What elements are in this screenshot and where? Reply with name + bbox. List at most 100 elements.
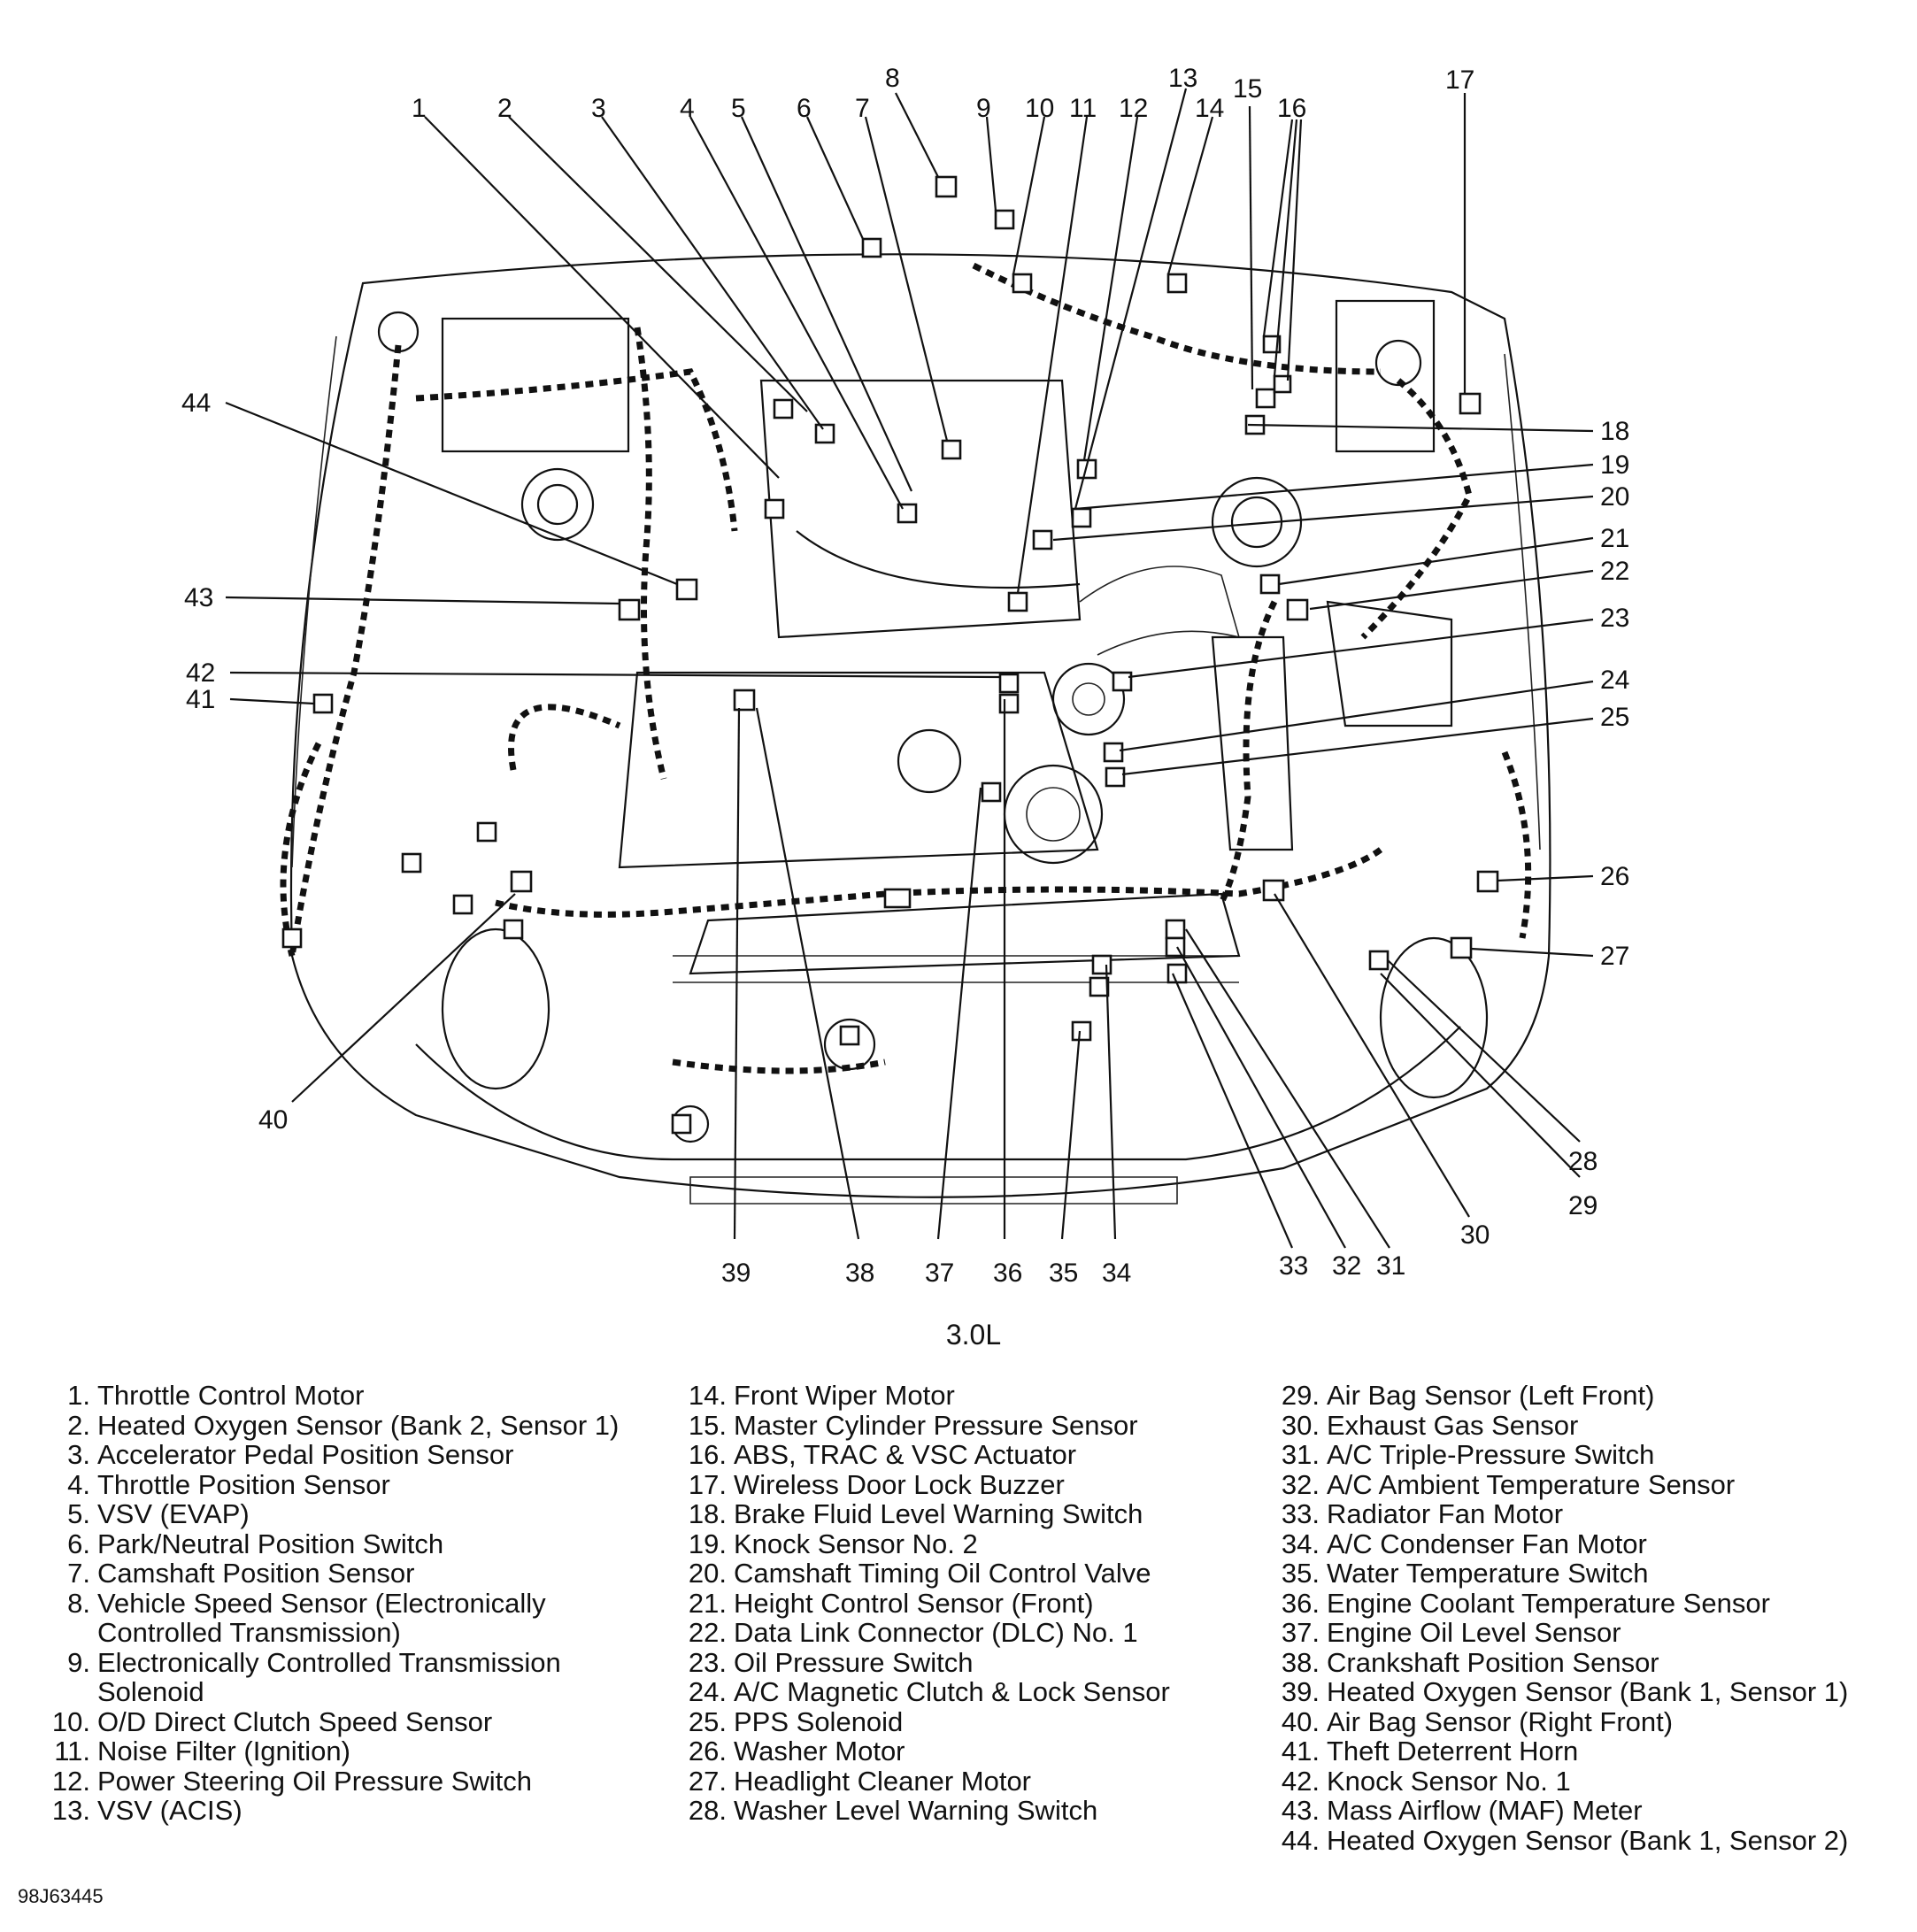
callout-4: 4: [680, 94, 695, 123]
legend-number: 35.: [1281, 1558, 1320, 1589]
legend-text: A/C Triple-Pressure Switch: [1327, 1439, 1655, 1470]
legend-number: 44.: [1281, 1824, 1320, 1856]
legend-number: 30.: [1281, 1409, 1320, 1441]
legend-text: Washer Level Warning Switch: [734, 1795, 1098, 1826]
callout-28: 28: [1568, 1147, 1598, 1176]
legend-text: Master Cylinder Pressure Sensor: [734, 1409, 1138, 1441]
callout-14: 14: [1195, 94, 1224, 123]
legend-number: 14.: [688, 1380, 727, 1411]
legend-item: 40.Air Bag Sensor (Right Front): [1281, 1706, 1848, 1737]
legend-number: 36.: [1281, 1587, 1320, 1619]
legend-number: 32.: [1281, 1468, 1320, 1500]
legend-number: 23.: [688, 1646, 727, 1678]
legend-item: 41.Theft Deterrent Horn: [1281, 1736, 1848, 1767]
legend-item: 4.Throttle Position Sensor: [51, 1468, 619, 1500]
legend-item: 18.Brake Fluid Level Warning Switch: [688, 1499, 1170, 1529]
legend-text: Engine Coolant Temperature Sensor: [1327, 1587, 1770, 1619]
legend-number: 3.: [67, 1439, 90, 1470]
wiring-harness: [280, 262, 1532, 1074]
legend-item: 38.Crankshaft Position Sensor: [1281, 1646, 1848, 1678]
legend-number: 11.: [54, 1736, 90, 1767]
legend-number: 42.: [1281, 1765, 1320, 1797]
legend-item: 37.Engine Oil Level Sensor: [1281, 1618, 1848, 1648]
legend-item: 29.Air Bag Sensor (Left Front): [1281, 1381, 1848, 1411]
legend-text: Exhaust Gas Sensor: [1327, 1409, 1579, 1441]
legend-text: Throttle Control Motor: [97, 1380, 365, 1411]
legend-text: PPS Solenoid: [734, 1705, 904, 1737]
legend-item: 5.VSV (EVAP): [51, 1499, 619, 1529]
legend-text: Park/Neutral Position Switch: [97, 1528, 444, 1559]
legend-number: 17.: [688, 1468, 727, 1500]
legend-number: 34.: [1281, 1528, 1320, 1559]
callout-1: 1: [412, 94, 427, 123]
legend-text: VSV (EVAP): [97, 1498, 250, 1529]
legend-item: 11.Noise Filter (Ignition): [51, 1736, 619, 1767]
callout-7: 7: [855, 94, 870, 123]
legend-item: 24.A/C Magnetic Clutch & Lock Sensor: [688, 1677, 1170, 1707]
legend-item: 33.Radiator Fan Motor: [1281, 1499, 1848, 1529]
callout-30: 30: [1460, 1220, 1490, 1250]
legend-text: Height Control Sensor (Front): [734, 1587, 1094, 1619]
legend-number: 5.: [67, 1498, 90, 1529]
callout-13: 13: [1168, 64, 1197, 93]
legend-text: Knock Sensor No. 2: [734, 1528, 978, 1559]
connectors: [281, 175, 1499, 1135]
legend-number: 22.: [688, 1617, 727, 1648]
legend-text-continued: Solenoid: [97, 1676, 204, 1707]
legend-number: 6.: [67, 1528, 90, 1559]
legend-text: Theft Deterrent Horn: [1327, 1736, 1579, 1767]
legend-item: 22.Data Link Connector (DLC) No. 1: [688, 1618, 1170, 1648]
legend-text: Water Temperature Switch: [1327, 1558, 1649, 1589]
legend-number: 31.: [1281, 1439, 1320, 1470]
callout-43: 43: [184, 583, 213, 612]
engine-compartment-diagram: 1 2 3 4 5 6 7 8 9 10 11 12 13 14 15 16 1…: [181, 64, 1629, 1288]
legend-text: Air Bag Sensor (Left Front): [1327, 1380, 1655, 1411]
legend-number: 4.: [67, 1468, 90, 1500]
legend-item: 39.Heated Oxygen Sensor (Bank 1, Sensor …: [1281, 1677, 1848, 1707]
legend-item: 6.Park/Neutral Position Switch: [51, 1528, 619, 1559]
legend-number: 10.: [51, 1705, 90, 1737]
callout-26: 26: [1600, 862, 1629, 891]
legend-text: Headlight Cleaner Motor: [734, 1765, 1032, 1797]
legend-text: Mass Airflow (MAF) Meter: [1327, 1795, 1643, 1826]
legend-number: 39.: [1281, 1676, 1320, 1707]
legend-item: 30.Exhaust Gas Sensor: [1281, 1409, 1848, 1441]
callout-27: 27: [1600, 942, 1629, 971]
callout-31: 31: [1376, 1251, 1405, 1281]
legend-number: 37.: [1281, 1617, 1320, 1648]
callout-19: 19: [1600, 450, 1629, 480]
legend-text: Accelerator Pedal Position Sensor: [97, 1439, 514, 1470]
legend-text: Radiator Fan Motor: [1327, 1498, 1564, 1529]
figure-id: 98J63445: [18, 1885, 104, 1907]
legend-text: Camshaft Timing Oil Control Valve: [734, 1558, 1151, 1589]
legend-text: A/C Condenser Fan Motor: [1327, 1528, 1647, 1559]
engine-variant-label: 3.0L: [945, 1319, 1002, 1351]
callout-24: 24: [1600, 666, 1629, 695]
legend-number: 26.: [688, 1736, 727, 1767]
legend-text: O/D Direct Clutch Speed Sensor: [97, 1705, 493, 1737]
legend-item: 43.Mass Airflow (MAF) Meter: [1281, 1796, 1848, 1826]
legend-text: Front Wiper Motor: [734, 1380, 955, 1411]
legend-item: 7.Camshaft Position Sensor: [51, 1559, 619, 1589]
legend-item: 42.Knock Sensor No. 1: [1281, 1765, 1848, 1797]
legend-item: 10.O/D Direct Clutch Speed Sensor: [51, 1705, 619, 1737]
legend-item: 16.ABS, TRAC & VSC Actuator: [688, 1440, 1170, 1470]
legend-item: 31.A/C Triple-Pressure Switch: [1281, 1440, 1848, 1470]
callout-34: 34: [1102, 1258, 1131, 1288]
callout-5: 5: [731, 94, 746, 123]
callout-20: 20: [1600, 482, 1629, 512]
legend-number: 2.: [67, 1409, 90, 1441]
legend-number: 12.: [51, 1765, 90, 1797]
legend-number: 1.: [67, 1380, 90, 1411]
legend-number: 38.: [1281, 1646, 1320, 1678]
legend-number: 15.: [688, 1409, 727, 1441]
legend-text-continued: Controlled Transmission): [97, 1617, 401, 1648]
legend-text: Knock Sensor No. 1: [1327, 1765, 1571, 1797]
callout-12: 12: [1119, 94, 1148, 123]
legend-item: 28.Washer Level Warning Switch: [688, 1796, 1170, 1826]
callout-10: 10: [1025, 94, 1054, 123]
legend-item: 17.Wireless Door Lock Buzzer: [688, 1468, 1170, 1500]
legend-text: Throttle Position Sensor: [97, 1468, 390, 1500]
